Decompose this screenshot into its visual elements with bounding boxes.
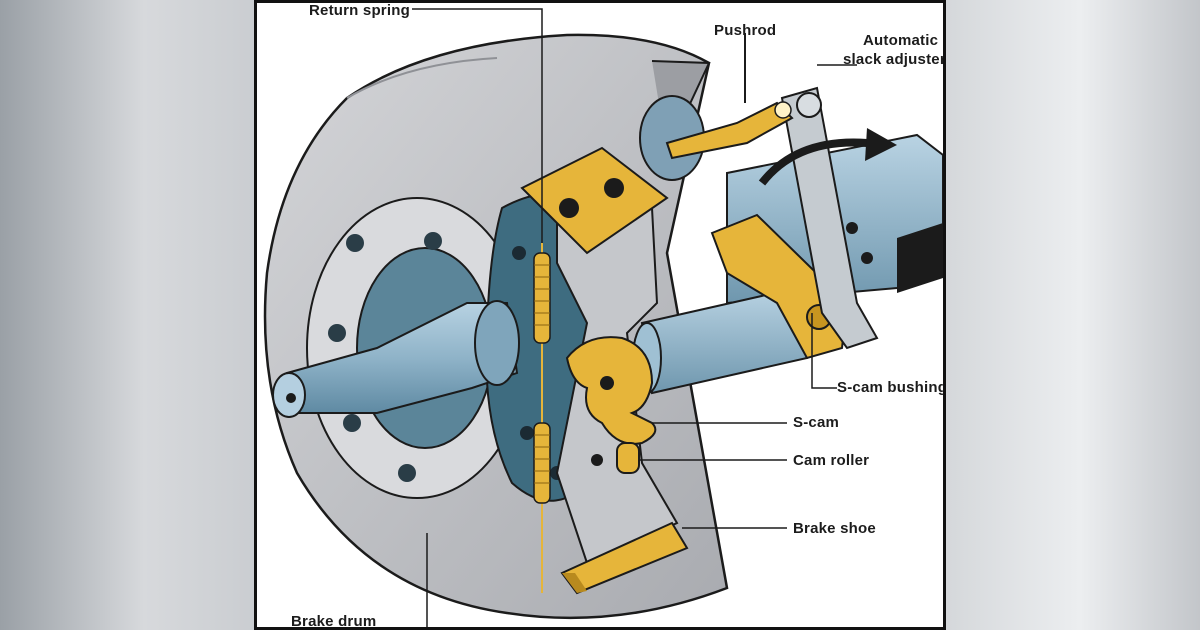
lug-hole	[346, 234, 364, 252]
lug-hole	[424, 232, 442, 250]
label-brake-shoe: Brake shoe	[793, 520, 876, 537]
lug-hole	[328, 324, 346, 342]
pushrod	[639, 33, 794, 181]
brake-diagram: Return spring Pushrod Automatic slack ad…	[254, 0, 946, 630]
s-cam	[565, 336, 657, 445]
label-s-cam-bushing: S-cam bushing	[837, 379, 946, 396]
brake-shoe-lining	[560, 521, 689, 595]
label-cam-roller: Cam roller	[793, 452, 870, 469]
shoe-anchor-block	[520, 146, 669, 255]
cam-roller	[591, 442, 640, 474]
lug-hole	[343, 414, 361, 432]
label-s-cam: S-cam	[793, 414, 840, 431]
label-pushrod: Pushrod	[714, 22, 777, 39]
label-brake-drum: Brake drum	[291, 613, 377, 630]
return-spring	[533, 243, 551, 593]
label-slack-adjuster-line2: slack adjuster	[843, 51, 946, 68]
axle-spindle	[272, 300, 520, 418]
leader-lines	[412, 8, 857, 627]
label-return-spring: Return spring	[309, 2, 410, 19]
s-cam-bushing-bracket	[710, 213, 849, 360]
s-cam-brake-illustration	[263, 8, 943, 627]
lug-hole	[398, 464, 416, 482]
label-slack-adjuster-line1: Automatic	[863, 32, 939, 49]
rotation-arrow	[758, 128, 897, 186]
